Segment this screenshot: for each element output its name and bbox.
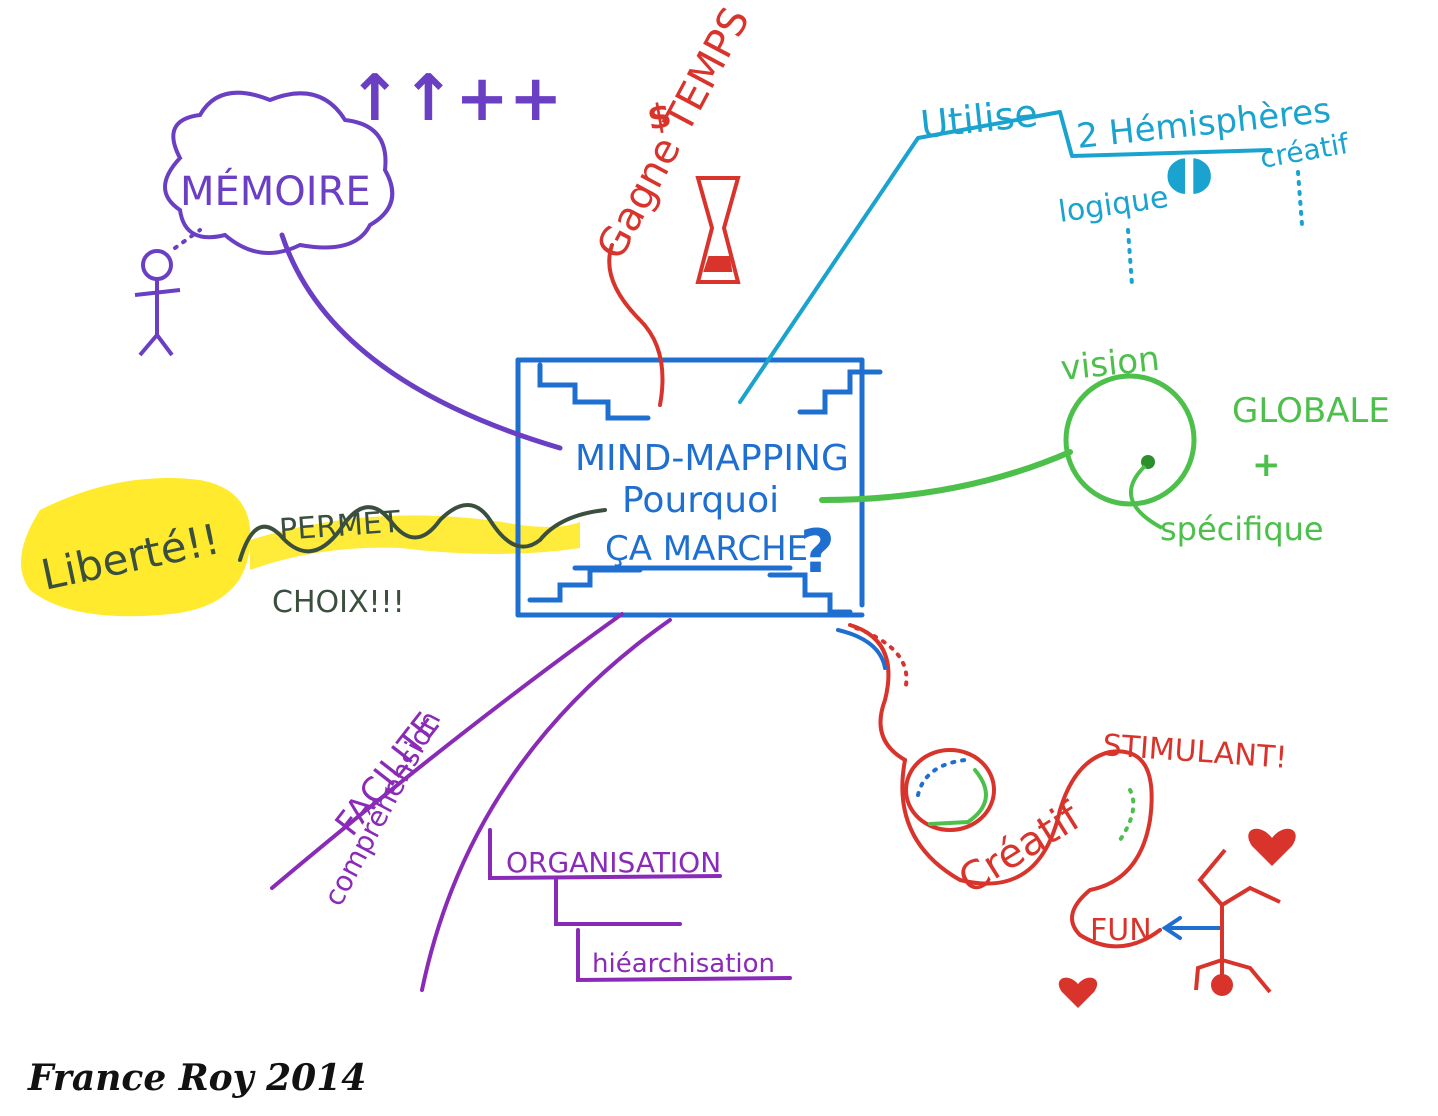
hierarchisation-label: hiéarchisation [592,949,775,979]
stick-figure-icon [134,249,181,357]
utilise-label: Utilise [918,91,1040,147]
globale-label: GLOBALE [1232,391,1390,431]
stimulant-label: STIMULANT! [1101,728,1288,776]
creatif-label: Créatif [951,793,1089,903]
logique-label: logique [1056,180,1170,230]
center-title: MIND-MAPPING Pourquoi ÇA MARCHE ? [575,438,849,587]
memoire-label: MÉMOIRE [180,167,371,215]
branch-temps: Gagne TEMPS $ [588,0,759,407]
branch-creatif: Créatif STIMULANT! FUN [836,623,1296,1008]
heart-icon-small [1058,977,1098,1008]
center-line1: MIND-MAPPING [575,438,849,479]
center-line2: Pourquoi [622,480,779,521]
fun-label: FUN [1090,913,1152,948]
plus-sign: + [1252,445,1281,485]
branch-memoire: MÉMOIRE ↑↑++ [134,62,563,451]
brain-hemispheres-icon: ◖◗ [1165,145,1213,199]
center-box [515,357,883,618]
jumping-figure-icon [1194,848,1281,996]
branch-hemispheres: Utilise 2 Hémisphères logique ◖◗ créatif [738,91,1352,404]
center-question-mark: ? [800,517,835,587]
memoire-boost: ↑↑++ [348,62,563,136]
choix-label: CHOIX!!! [272,585,405,620]
vision-label: vision [1059,339,1162,389]
specifique-label: spécifique [1160,510,1324,548]
permet-label: PERMET [278,505,402,548]
center-line3: ÇA MARCHE [605,529,808,569]
heart-icon [1248,828,1296,866]
organisation-label: ORGANISATION [506,846,721,879]
signature: France Roy 2014 [27,1057,366,1099]
branch-vision: vision GLOBALE + spécifique [819,339,1390,548]
vision-circle-icon [1063,373,1197,507]
hourglass-icon [695,176,741,284]
branch-facilite: FACILITE compréhension ORGANISATION hiéa… [270,612,792,992]
